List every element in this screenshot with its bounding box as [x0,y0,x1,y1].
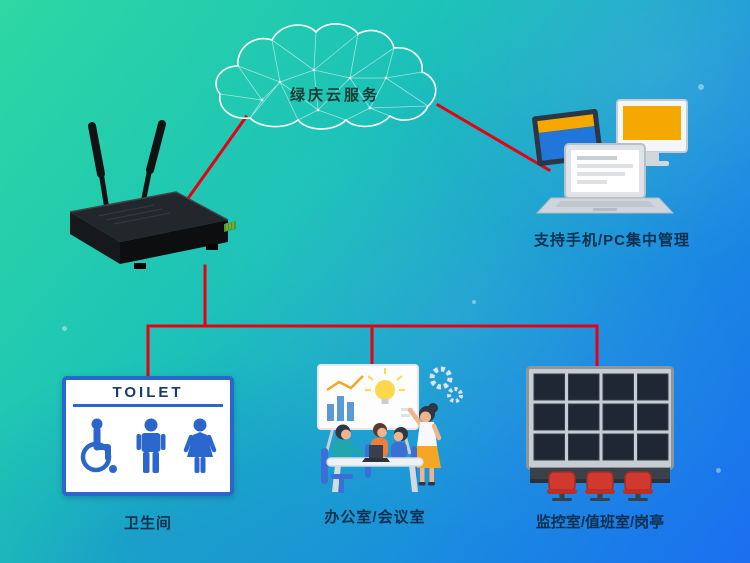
whiteboard-icon [316,364,419,455]
antenna-left [88,122,111,217]
connector-router-branches [146,264,599,382]
cloud-service-node: 绿庆云服务 [210,20,460,145]
chair-icon [320,448,328,484]
cloud-icon [215,23,437,130]
connector-cloud-router [181,114,249,207]
toilet-label: 卫生间 [123,515,172,532]
chair-icon [585,471,615,501]
background-dot [62,326,67,331]
woman-icon [183,418,217,473]
office-label: 办公室/会议室 [324,509,426,526]
management-label: 支持手机/PC集中管理 [533,232,690,249]
laptop-icon [535,143,675,214]
monitoring-node: 监控室/值班室/岗亭 [505,366,695,532]
chair-seat [330,474,353,479]
background-dot [716,468,721,473]
toilet-sign-title: TOILET [112,384,184,401]
meeting-illustration [316,364,463,493]
laptop-monitors-icon [532,99,688,214]
office-node: 办公室/会议室 [280,362,470,527]
seated-person [332,424,364,460]
toilet-sign: TOILET [62,376,234,496]
connector-cloud-pc [435,102,552,173]
cloud-label: 绿庆云服务 [289,87,380,104]
monitor-right-icon [616,99,688,166]
gear-icon [429,366,463,403]
background-dot [698,84,704,90]
toilet-node: TOILET [50,376,246,533]
chair-icon [547,471,577,501]
chair-icon [623,471,653,501]
chair-leg [338,479,344,493]
man-icon [136,418,166,473]
router-node [58,116,243,286]
management-node: 支持手机/PC集中管理 [500,96,724,250]
background-dot [472,300,476,304]
router-icon [69,120,236,269]
monitoring-label: 监控室/值班室/岗亭 [535,514,665,531]
video-wall-icon [526,366,674,501]
meeting-table [325,445,424,492]
wheelchair-icon [80,418,117,473]
seated-person [390,427,408,460]
sign-divider [73,404,223,407]
